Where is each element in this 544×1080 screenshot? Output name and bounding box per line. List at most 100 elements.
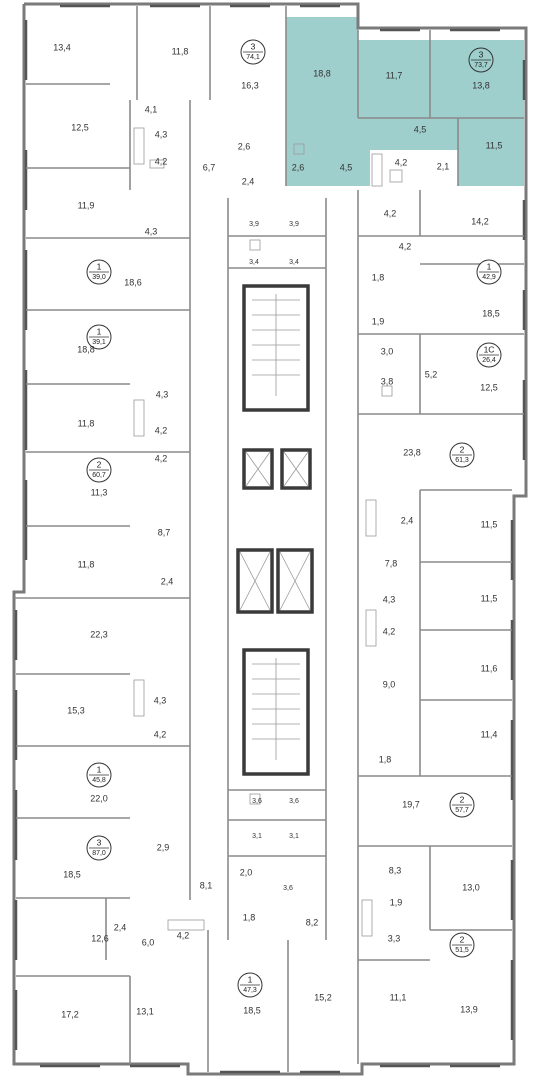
apartment-badge[interactable]: 142,9 bbox=[476, 259, 502, 285]
room-area-label: 1,8 bbox=[379, 754, 392, 764]
room-area-label: 8,3 bbox=[389, 865, 402, 875]
room-area-label: 3,6 bbox=[252, 798, 262, 805]
room-area-label: 12,6 bbox=[91, 933, 109, 943]
room-area-label: 4,2 bbox=[155, 156, 168, 166]
room-area-label: 11,5 bbox=[481, 593, 498, 603]
room-area-label: 4,2 bbox=[383, 626, 396, 636]
room-area-label: 4,2 bbox=[154, 729, 167, 739]
apartment-rooms: 1 bbox=[97, 326, 102, 336]
room-area-label: 2,4 bbox=[242, 176, 255, 186]
room-area-label: 4,2 bbox=[395, 157, 408, 167]
room-area-label: 22,0 bbox=[90, 793, 108, 803]
room-area-label: 1,8 bbox=[243, 912, 256, 922]
room-area-label: 4,3 bbox=[155, 129, 168, 139]
apartment-badge[interactable]: 145,8 bbox=[86, 762, 112, 788]
apartment-area: 61,3 bbox=[455, 457, 469, 464]
room-area-label: 6,0 bbox=[142, 937, 155, 947]
apartment-area: 60,7 bbox=[92, 472, 106, 479]
apartment-rooms: 2 bbox=[97, 459, 102, 469]
apartment-rooms: 3 bbox=[479, 49, 484, 59]
room-area-label: 3,1 bbox=[289, 833, 299, 840]
room-area-label: 2,4 bbox=[114, 922, 127, 932]
room-area-label: 11,8 bbox=[172, 46, 189, 56]
apartment-badge[interactable]: 373,7 bbox=[468, 47, 494, 73]
room-area-label: 18,8 bbox=[77, 344, 95, 354]
room-area-label: 8,2 bbox=[306, 917, 319, 927]
room-area-label: 18,5 bbox=[482, 308, 500, 318]
apartment-area: 39,1 bbox=[92, 339, 106, 346]
apartment-rooms: 1 bbox=[97, 261, 102, 271]
room-area-label: 6,7 bbox=[203, 162, 216, 172]
room-area-label: 15,2 bbox=[314, 992, 332, 1002]
room-area-label: 2,0 bbox=[240, 867, 253, 877]
highlighted-apartment-area[interactable] bbox=[286, 17, 524, 186]
room-area-label: 18,8 bbox=[313, 68, 331, 78]
room-area-label: 3,8 bbox=[381, 376, 394, 386]
room-area-label: 4,2 bbox=[155, 425, 168, 435]
room-area-label: 2,9 bbox=[157, 842, 170, 852]
room-area-label: 11,5 bbox=[486, 140, 503, 150]
room-area-label: 4,3 bbox=[156, 389, 169, 399]
room-area-label: 4,2 bbox=[155, 453, 168, 463]
room-area-label: 1,9 bbox=[372, 316, 385, 326]
apartment-rooms: 3 bbox=[97, 837, 102, 847]
room-area-label: 11,6 bbox=[481, 663, 498, 673]
building-outline bbox=[12, 2, 528, 1076]
apartment-badge[interactable]: 251,5 bbox=[449, 932, 475, 958]
room-area-label: 12,5 bbox=[71, 122, 89, 132]
apartment-badge[interactable]: 374,1 bbox=[240, 39, 266, 65]
apartment-area: 51,5 bbox=[455, 947, 469, 954]
room-area-label: 5,2 bbox=[425, 369, 438, 379]
stair-treads bbox=[252, 294, 300, 760]
room-area-label: 14,2 bbox=[471, 216, 489, 226]
room-area-label: 3,3 bbox=[388, 933, 401, 943]
room-area-label: 3,4 bbox=[249, 259, 259, 266]
room-area-label: 4,3 bbox=[383, 594, 396, 604]
room-area-label: 4,1 bbox=[145, 104, 158, 114]
room-area-label: 3,9 bbox=[249, 221, 259, 228]
room-area-label: 11,8 bbox=[78, 418, 95, 428]
apartment-rooms: 1С bbox=[484, 344, 495, 354]
room-area-label: 18,5 bbox=[63, 869, 81, 879]
room-area-label: 8,7 bbox=[158, 527, 171, 537]
apartment-rooms: 3 bbox=[251, 41, 256, 51]
apartment-rooms: 1 bbox=[97, 764, 102, 774]
room-area-label: 19,7 bbox=[402, 799, 420, 809]
room-area-label: 11,1 bbox=[390, 992, 407, 1002]
room-area-label: 4,2 bbox=[384, 208, 397, 218]
room-area-label: 1,9 bbox=[390, 897, 403, 907]
room-area-label: 12,5 bbox=[480, 382, 498, 392]
room-area-label: 11,5 bbox=[481, 519, 498, 529]
room-area-label: 1,8 bbox=[372, 272, 385, 282]
room-area-label: 18,5 bbox=[243, 1005, 261, 1015]
apartment-area: 45,8 bbox=[92, 777, 106, 784]
room-area-label: 22,3 bbox=[90, 629, 108, 639]
building-core bbox=[236, 284, 314, 776]
room-area-label: 2,4 bbox=[401, 515, 414, 525]
room-area-label: 3,4 bbox=[289, 259, 299, 266]
room-area-label: 4,3 bbox=[145, 226, 158, 236]
room-area-label: 7,8 bbox=[385, 558, 398, 568]
room-area-label: 9,0 bbox=[383, 679, 396, 689]
room-area-label: 13,9 bbox=[460, 1004, 478, 1014]
apartment-area: 47,3 bbox=[243, 987, 257, 994]
apartment-badge[interactable]: 139,1 bbox=[86, 324, 112, 350]
apartment-badge[interactable]: 257,7 bbox=[449, 792, 475, 818]
room-area-label: 2,6 bbox=[292, 162, 305, 172]
room-area-label: 11,9 bbox=[78, 200, 95, 210]
room-area-label: 15,3 bbox=[67, 705, 85, 715]
room-area-label: 4,2 bbox=[399, 241, 412, 251]
apartment-badge[interactable]: 260,7 bbox=[86, 457, 112, 483]
apartment-badge[interactable]: 387,0 bbox=[86, 835, 112, 861]
apartment-badge[interactable]: 139,0 bbox=[86, 259, 112, 285]
room-area-label: 4,3 bbox=[154, 695, 167, 705]
apartment-badge[interactable]: 147,3 bbox=[237, 972, 263, 998]
room-area-label: 13,1 bbox=[136, 1006, 154, 1016]
room-area-label: 18,6 bbox=[124, 277, 142, 287]
apartment-area: 42,9 bbox=[482, 274, 496, 281]
apartment-badge[interactable]: 261,3 bbox=[449, 442, 475, 468]
room-area-label: 16,3 bbox=[241, 80, 259, 90]
